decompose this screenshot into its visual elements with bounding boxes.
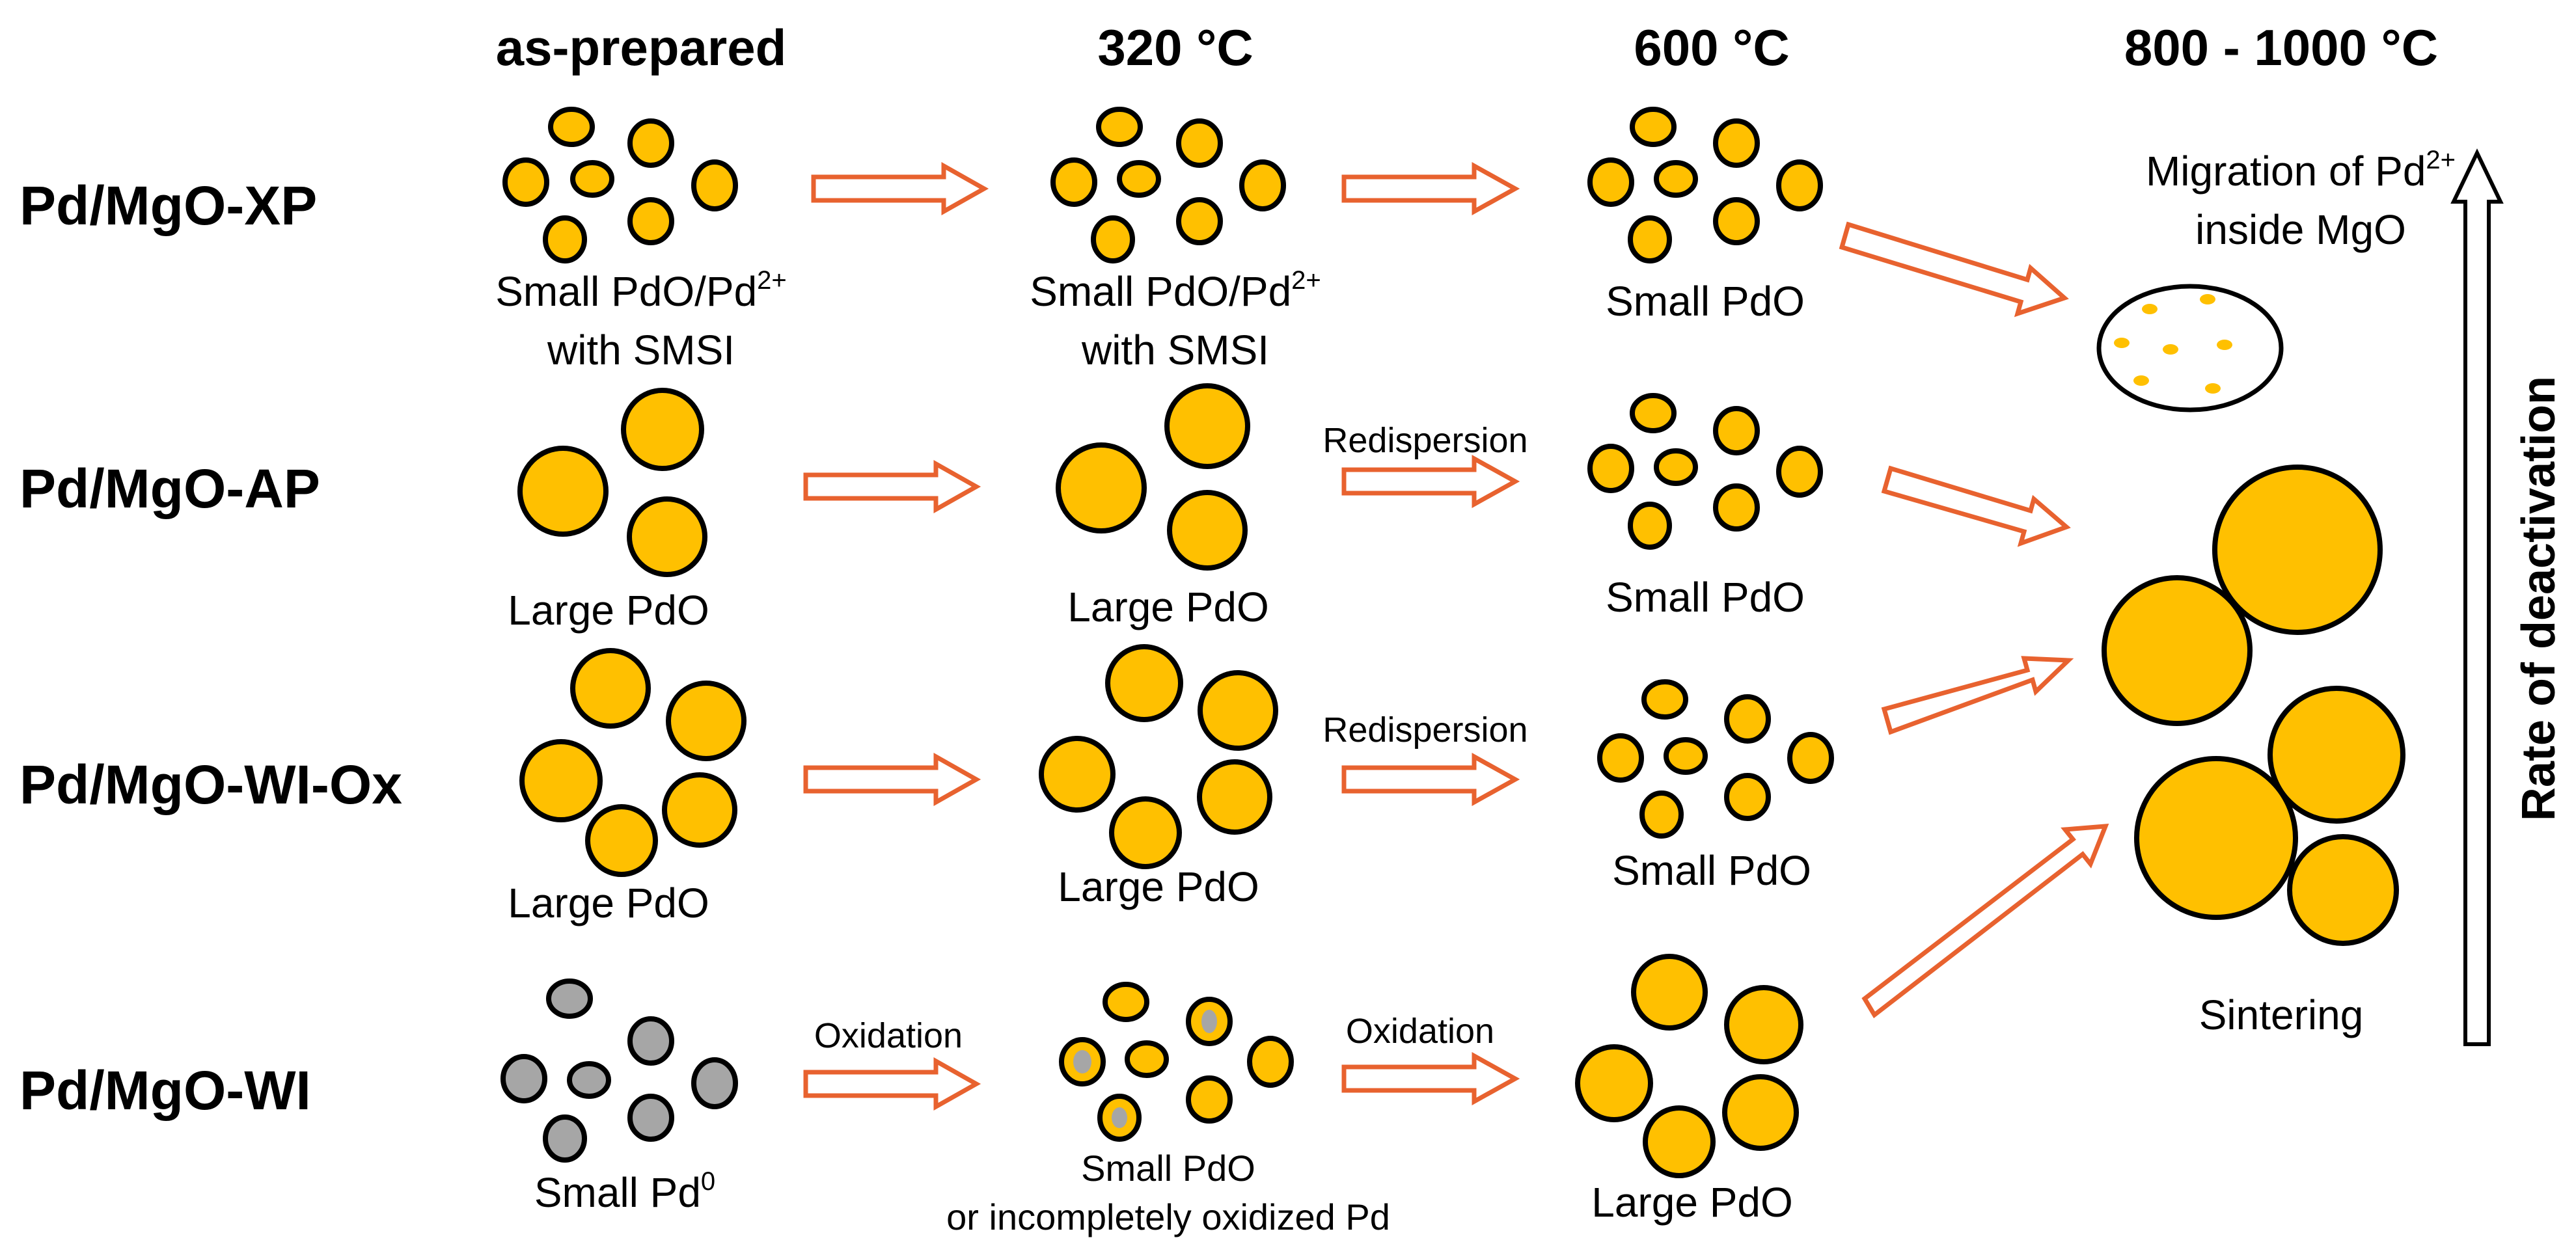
migration-label-line2: inside MgO <box>2195 206 2406 253</box>
arrow-wi-2 <box>1341 1052 1520 1105</box>
caption-wi-asprep: Small Pd0 <box>534 1167 715 1216</box>
sintering-label: Sintering <box>2199 992 2364 1038</box>
mgo-support-with-pd-migration <box>2096 284 2284 412</box>
header-320c: 320 °C <box>1097 19 1253 76</box>
arrow-ap-3 <box>1881 465 2071 547</box>
xp-320-particles <box>1050 107 1286 263</box>
arrow-wiox-2 <box>1341 753 1520 806</box>
header-800-1000c: 800 - 1000 °C <box>2124 19 2438 76</box>
header-as-prepared: as-prepared <box>496 19 787 76</box>
caption-wi-320-line2: or incompletely oxidized Pd <box>946 1196 1390 1237</box>
caption-xp-320-line2: with SMSI <box>1081 327 1269 373</box>
ap-asprep-particles <box>517 388 707 577</box>
rate-of-deactivation-arrow <box>2450 148 2504 1046</box>
arrow-wiox-1 <box>803 753 981 806</box>
rate-of-deactivation-label: Rate of deactivation <box>2513 376 2565 821</box>
arrow-label-wi-oxidation-2: Oxidation <box>1346 1012 1494 1051</box>
caption-wiox-asprep: Large PdO <box>508 880 709 926</box>
caption-wiox-320: Large PdO <box>1058 863 1259 910</box>
row-label-wi: Pd/MgO-WI <box>20 1060 311 1121</box>
caption-xp-320: Small PdO/Pd2+ <box>1030 266 1321 315</box>
xp-600-particles <box>1587 107 1823 263</box>
xp-asprep-particles <box>502 107 738 263</box>
wiox-600-particles <box>1597 679 1834 839</box>
arrow-wi-3 <box>1861 824 2109 1019</box>
caption-xp-600: Small PdO <box>1606 278 1805 325</box>
arrow-label-wiox-redispersion: Redispersion <box>1322 710 1528 749</box>
caption-wi-600: Large PdO <box>1591 1179 1793 1226</box>
caption-wiox-600: Small PdO <box>1612 847 1811 894</box>
caption-ap-600: Small PdO <box>1606 574 1805 621</box>
header-600c: 600 °C <box>1634 19 1789 76</box>
wi-asprep-particles <box>500 978 738 1163</box>
wiox-asprep-particles <box>519 648 747 877</box>
ap-320-particles <box>1056 383 1250 571</box>
caption-wi-320: Small PdO <box>1081 1148 1255 1189</box>
sintered-particles <box>2102 465 2405 946</box>
arrow-xp-1 <box>811 162 989 215</box>
wi-320-particles <box>1059 982 1294 1142</box>
arrow-wi-1 <box>803 1057 981 1111</box>
ap-600-particles <box>1587 393 1823 550</box>
wi-600-particles <box>1575 954 1803 1178</box>
arrow-label-ap-redispersion: Redispersion <box>1322 421 1528 460</box>
arrow-ap-1 <box>803 460 981 513</box>
row-label-wi-ox: Pd/MgO-WI-Ox <box>20 754 402 815</box>
row-label-xp: Pd/MgO-XP <box>20 175 317 236</box>
arrow-label-wi-oxidation-1: Oxidation <box>814 1016 963 1055</box>
caption-xp-asprep-line2: with SMSI <box>547 327 735 373</box>
arrow-wiox-3 <box>1881 656 2074 735</box>
caption-xp-asprep: Small PdO/Pd2+ <box>495 266 787 315</box>
caption-ap-asprep: Large PdO <box>508 587 709 634</box>
caption-ap-320: Large PdO <box>1067 584 1269 630</box>
arrow-ap-2 <box>1341 455 1520 508</box>
row-label-ap: Pd/MgO-AP <box>20 458 320 519</box>
migration-label: Migration of Pd2+ <box>2146 146 2456 195</box>
arrow-xp-2 <box>1341 162 1520 215</box>
wiox-320-particles <box>1039 644 1278 869</box>
arrow-xp-3 <box>1839 221 2069 317</box>
